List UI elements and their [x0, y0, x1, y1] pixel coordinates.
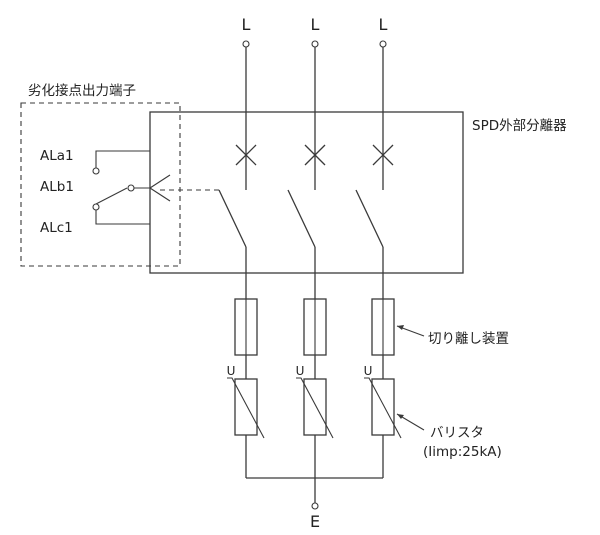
u-mark-1: U — [227, 364, 236, 378]
switch-blade-3 — [355, 189, 384, 248]
alarm-contact-a: ALa1 — [40, 148, 74, 164]
varistor-rating: (Iimp:25kA) — [423, 444, 502, 460]
breaker-x-1 — [235, 144, 257, 166]
alarm-b-wiring — [92, 174, 171, 211]
line-label-3: L — [379, 15, 388, 34]
breaker-x-2 — [304, 144, 326, 166]
line-terminal-1: L — [242, 15, 251, 48]
disconnect-device-1 — [234, 298, 258, 356]
varistor-label: バリスタ — [430, 425, 484, 441]
line-terminal-2: L — [311, 15, 320, 48]
u-mark-3: U — [364, 364, 373, 378]
breaker-x-3 — [372, 144, 394, 166]
alarm-contact-c: ALc1 — [40, 220, 73, 236]
alarm-terminal-box — [20, 102, 181, 267]
disconnect-device-3 — [371, 298, 395, 356]
u-mark-2: U — [296, 364, 305, 378]
disconnect-device-label: 切り離し装置 — [428, 331, 509, 347]
spd-disconnector-label: SPD外部分離器 — [472, 118, 567, 134]
line-label-2: L — [311, 15, 320, 34]
alarm-contact-b: ALb1 — [40, 179, 74, 195]
alarm-a-wiring — [92, 150, 150, 175]
line-label-1: L — [242, 15, 251, 34]
alarm-terminal-title: 劣化接点出力端子 — [28, 82, 136, 99]
varistor-3 — [364, 377, 402, 439]
earth-label: E — [310, 512, 320, 531]
line-terminal-3: L — [379, 15, 388, 48]
earth-terminal: E — [310, 502, 320, 531]
switch-blade-1 — [218, 189, 247, 248]
alarm-c-wiring — [95, 210, 150, 225]
spd-disconnector-box — [149, 111, 464, 274]
switch-blade-2 — [287, 189, 316, 248]
varistor-1 — [227, 377, 265, 439]
varistor-2 — [296, 377, 334, 439]
disconnect-device-2 — [303, 298, 327, 356]
